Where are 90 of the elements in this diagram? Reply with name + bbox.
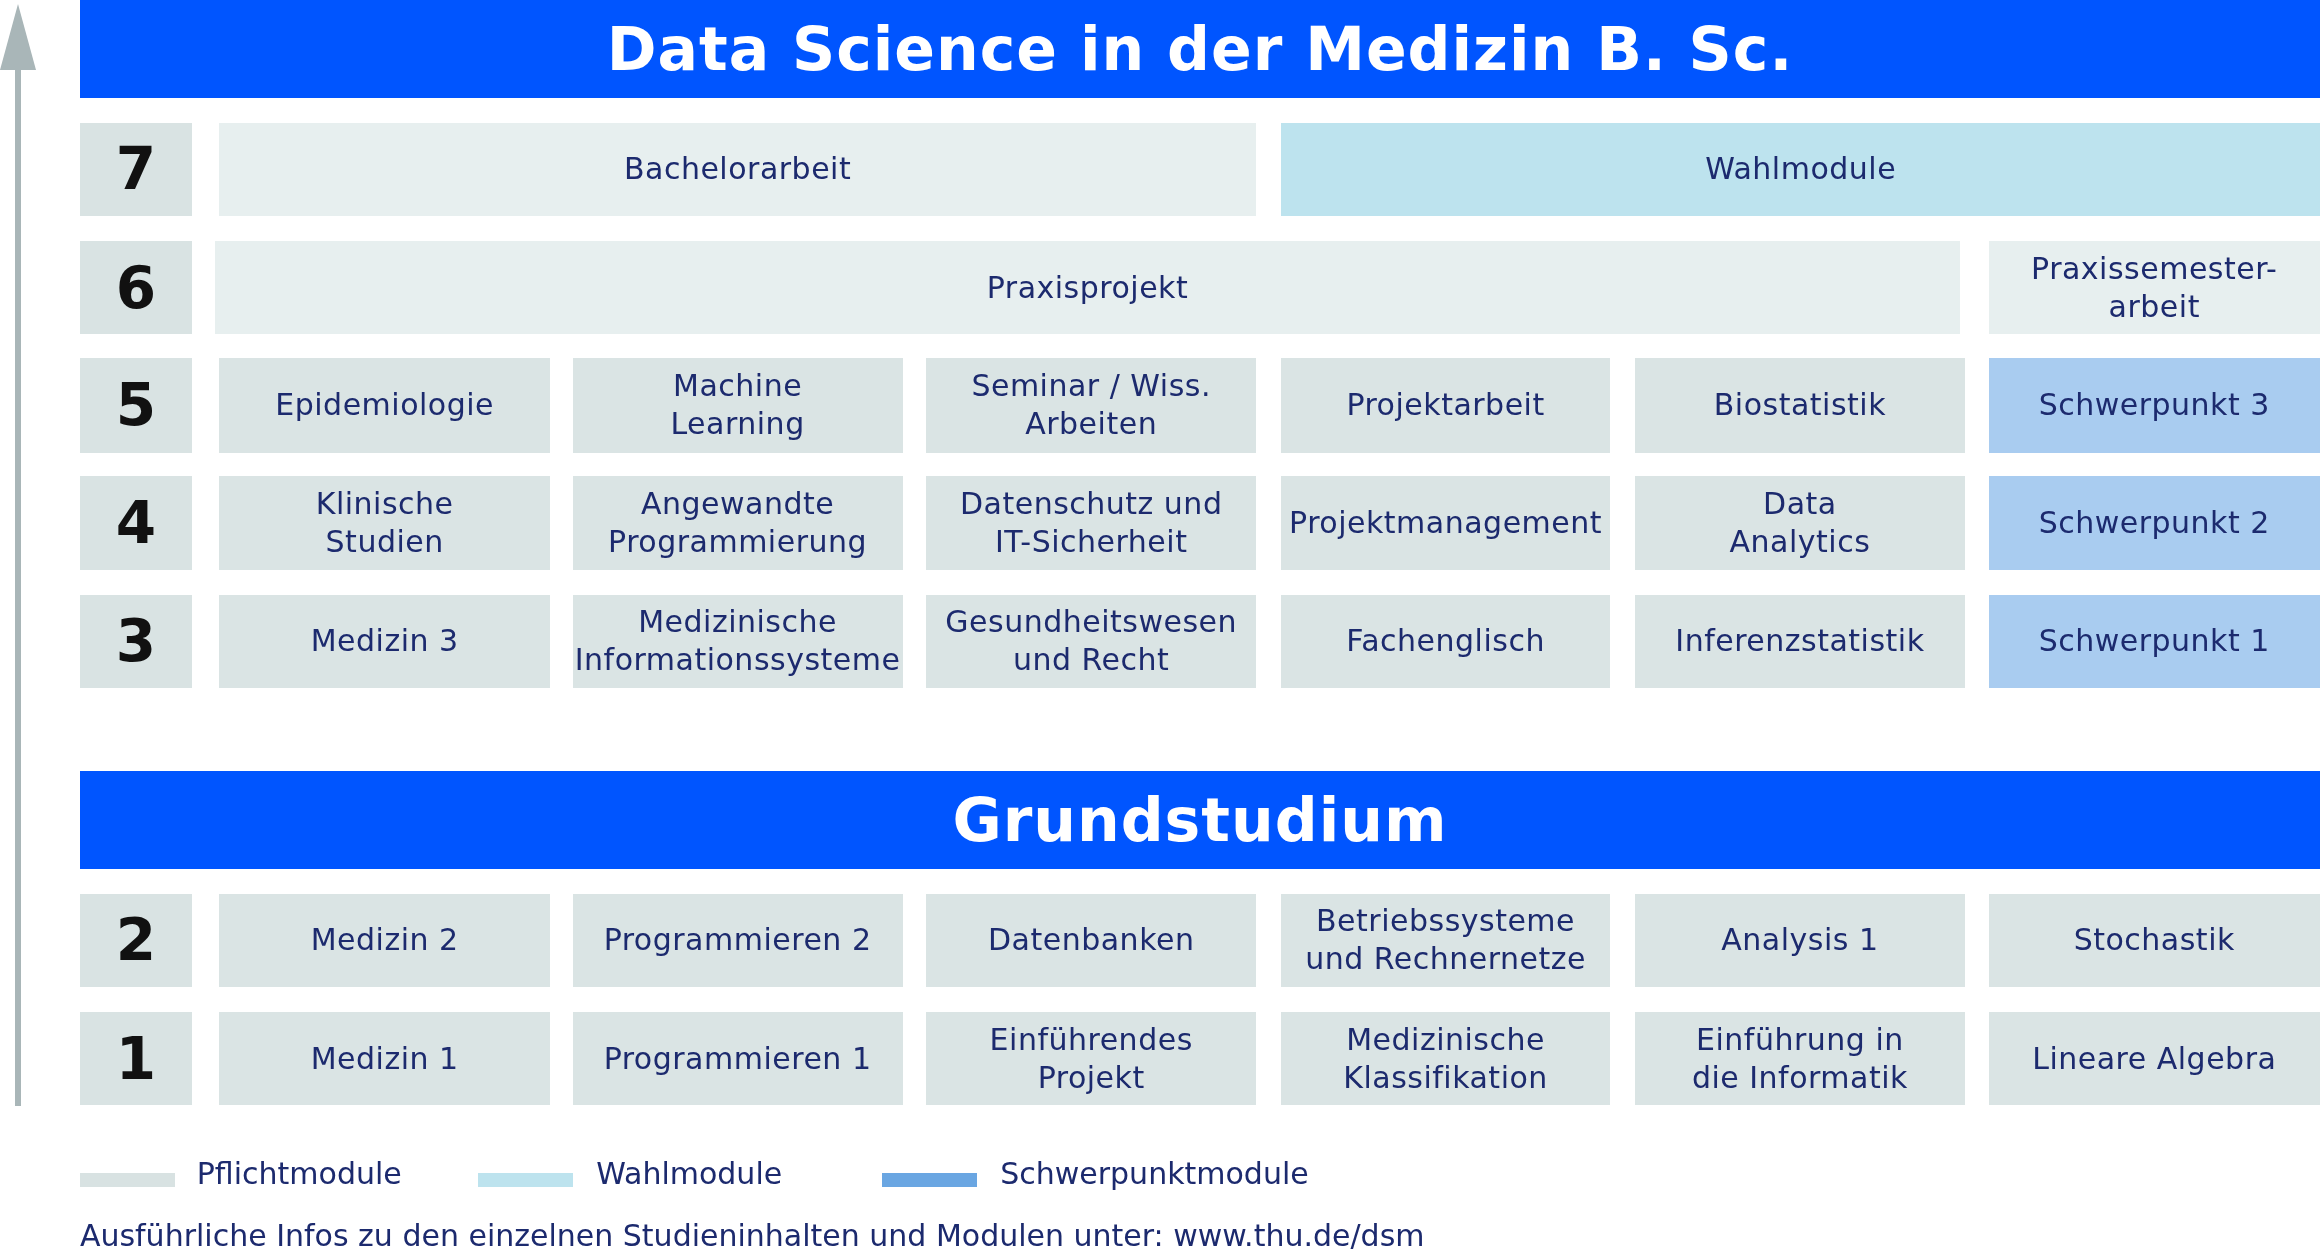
- module-name: Projektarbeit: [1346, 386, 1545, 425]
- semester-number: 5: [115, 375, 157, 436]
- module-name: Datenschutz und IT-Sicherheit: [958, 485, 1224, 561]
- semester-number-box: [79, 476, 193, 570]
- module-box: [218, 594, 551, 688]
- module-name: Analysis 1: [1721, 921, 1879, 960]
- module-box: [926, 358, 1257, 453]
- module-box: [1988, 358, 2320, 453]
- module-name: Klinische Studien: [314, 485, 455, 561]
- legend-label: Pflichtmodule: [196, 1155, 402, 1191]
- legend-label: Wahlmodule: [596, 1155, 783, 1191]
- semester-number: 1: [115, 1028, 157, 1089]
- module-box: [1634, 594, 1965, 688]
- module-box: [218, 358, 551, 453]
- module-box: [1988, 594, 2320, 688]
- module-name: Medizin 3: [310, 622, 459, 661]
- module-box: [1281, 1012, 1610, 1106]
- heading: Data Science in der Medizin B. Sc.: [606, 15, 1794, 82]
- module-box: [1281, 893, 1610, 987]
- module-box: [1281, 476, 1610, 570]
- module-box: [1634, 1012, 1965, 1106]
- semester-number: 7: [115, 139, 157, 200]
- module-box: [218, 476, 551, 570]
- module-name: Lineare Algebra: [2032, 1039, 2277, 1078]
- semester-number: 2: [115, 910, 157, 971]
- semester-number: 4: [115, 493, 157, 553]
- module-name: Medizinische Klassifikation: [1342, 1020, 1549, 1097]
- module-name: Einführendes Projekt: [988, 1020, 1194, 1097]
- module-box: [572, 893, 903, 987]
- module-name: Betriebssysteme und Rechnernetze: [1304, 902, 1587, 979]
- module-box: [218, 1012, 551, 1106]
- semester-number-box: [79, 241, 193, 335]
- module-name: Datenbanken: [987, 921, 1195, 960]
- module-name: Schwerpunkt 1: [2038, 622, 2270, 661]
- module-name: Programmieren 2: [603, 921, 872, 960]
- module-box: [218, 893, 551, 987]
- semester-number-box: [79, 1012, 193, 1106]
- semester-number: 3: [115, 611, 157, 672]
- module-name: Bachelorarbeit: [623, 150, 852, 189]
- module-name: Seminar / Wiss. Arbeiten: [970, 367, 1212, 444]
- module-box: [1281, 122, 2320, 216]
- module-box: [1634, 476, 1965, 570]
- module-name: Schwerpunkt 3: [2038, 386, 2270, 425]
- module-name: Inferenzstatistik: [1675, 622, 1925, 661]
- module-box: [1988, 893, 2320, 987]
- module-name: Medizinische Informationssysteme: [574, 603, 901, 680]
- module-name: Biostatistik: [1713, 386, 1887, 425]
- module-name: Data Analytics: [1728, 485, 1872, 561]
- module-name: Programmieren 1: [603, 1039, 872, 1078]
- module-name: Machine Learning: [669, 367, 806, 444]
- heading-band: [79, 0, 2320, 98]
- module-box: [1634, 893, 1965, 987]
- semester-number-box: [79, 594, 193, 688]
- module-box: [926, 893, 1257, 987]
- legend-label: Schwerpunktmodule: [1000, 1155, 1309, 1191]
- module-box: [572, 594, 903, 688]
- footer-note: Ausführliche Infos zu den einzelnen Studieninhalten und Modulen unter: www.thu.de/dsm: [79, 1217, 1425, 1253]
- module-box: [926, 476, 1257, 570]
- module-box: [1988, 476, 2320, 570]
- module-box: [572, 476, 903, 570]
- heading-band: [79, 770, 2320, 869]
- semester-number-box: [79, 358, 193, 453]
- module-box: [214, 241, 1961, 335]
- module-name: Einführung in die Informatik: [1690, 1020, 1909, 1097]
- module-box: [1988, 241, 2320, 335]
- module-name: Gesundheitswesen und Recht: [944, 603, 1239, 680]
- module-box: [1634, 358, 1965, 453]
- module-box: [926, 594, 1257, 688]
- module-box: [572, 358, 903, 453]
- module-box: [926, 1012, 1257, 1106]
- module-name: Angewandte Programmierung: [607, 485, 869, 561]
- heading: Grundstudium: [952, 786, 1448, 853]
- module-name: Schwerpunkt 2: [2038, 504, 2270, 542]
- semester-number-box: [79, 893, 193, 987]
- module-box: [572, 1012, 903, 1106]
- module-name: Medizin 2: [310, 921, 459, 960]
- module-name: Praxissemester- arbeit: [2030, 249, 2279, 326]
- module-name: Wahlmodule: [1705, 150, 1897, 189]
- module-box: [1281, 594, 1610, 688]
- module-name: Praxisprojekt: [986, 268, 1189, 307]
- module-box: [1988, 1012, 2320, 1106]
- semester-number: 6: [115, 257, 157, 318]
- module-name: Epidemiologie: [275, 386, 495, 425]
- module-box: [218, 122, 1257, 216]
- module-box: [1281, 358, 1610, 453]
- module-name: Medizin 1: [310, 1039, 459, 1078]
- module-name: Stochastik: [2073, 921, 2235, 960]
- module-name: Fachenglisch: [1346, 622, 1545, 661]
- semester-number-box: [79, 122, 193, 216]
- module-name: Projektmanagement: [1289, 504, 1603, 542]
